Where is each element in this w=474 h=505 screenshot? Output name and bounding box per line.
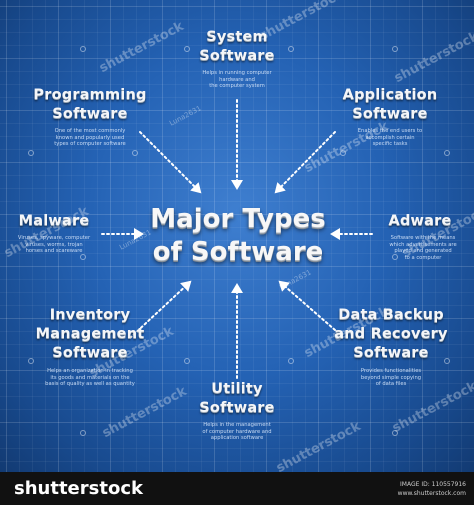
node-backup-desc: Provides functionalities beyond simple c… [360, 368, 422, 388]
node-system-desc: Helps in running computer hardware and t… [202, 70, 272, 90]
grid-dot [184, 46, 190, 52]
node-adware-desc: Software with the means which advertisem… [389, 235, 457, 261]
node-malware-desc: Viruses, spyware, computer viruses, worm… [17, 235, 91, 255]
connector-arrows [129, 131, 340, 339]
grid-dot [288, 46, 294, 52]
node-inventory-title: Inventory Management Software [35, 307, 145, 361]
node-application-title: Application Software [342, 87, 438, 122]
grid-dot [444, 150, 450, 156]
footer-image-id: IMAGE ID: 110557916 www.shutterstock.com [397, 481, 466, 497]
node-application-desc: Enables the end users to accomplish cert… [357, 128, 423, 148]
center-title-line1: Major Types [150, 204, 326, 234]
grid-dot [392, 46, 398, 52]
node-system-title: System Software [199, 29, 275, 64]
node-backup-title: Data Backup and Recovery Software [334, 307, 448, 361]
center-title-line2: of Software [152, 237, 324, 267]
grid-dot [340, 150, 346, 156]
grid-dot [80, 254, 86, 260]
grid-dot [444, 358, 450, 364]
center-title: Major Types of Software [120, 203, 356, 269]
diagram-canvas: Major Types of Software System Software … [0, 0, 474, 472]
node-malware-title: Malware [18, 213, 90, 229]
grid-dot [132, 150, 138, 156]
node-utility-desc: Helps in the management of computer hard… [202, 422, 272, 442]
arrow-backup [278, 280, 336, 331]
arrow-inventory [129, 280, 192, 339]
grid-dot [80, 46, 86, 52]
node-inventory-desc: Helps an organization in tracking its go… [45, 368, 135, 388]
node-utility-title: Utility Software [199, 381, 275, 416]
node-programming-desc: One of the most commonly known and popul… [54, 128, 126, 148]
arrow-programming [139, 131, 202, 194]
grid-dot [28, 150, 34, 156]
grid-dot [392, 254, 398, 260]
grid-dot [392, 430, 398, 436]
node-programming-title: Programming Software [33, 87, 147, 122]
node-adware-title: Adware [388, 213, 452, 229]
grid-dot [80, 430, 86, 436]
footer-brand-logo: shutterstock [14, 478, 143, 499]
footer-bar: shutterstock IMAGE ID: 110557916 www.shu… [0, 472, 474, 505]
grid-dot [28, 358, 34, 364]
blueprint-grid [0, 0, 474, 472]
grid-dot [184, 358, 190, 364]
arrow-application [274, 131, 336, 194]
grid-dot [288, 358, 294, 364]
